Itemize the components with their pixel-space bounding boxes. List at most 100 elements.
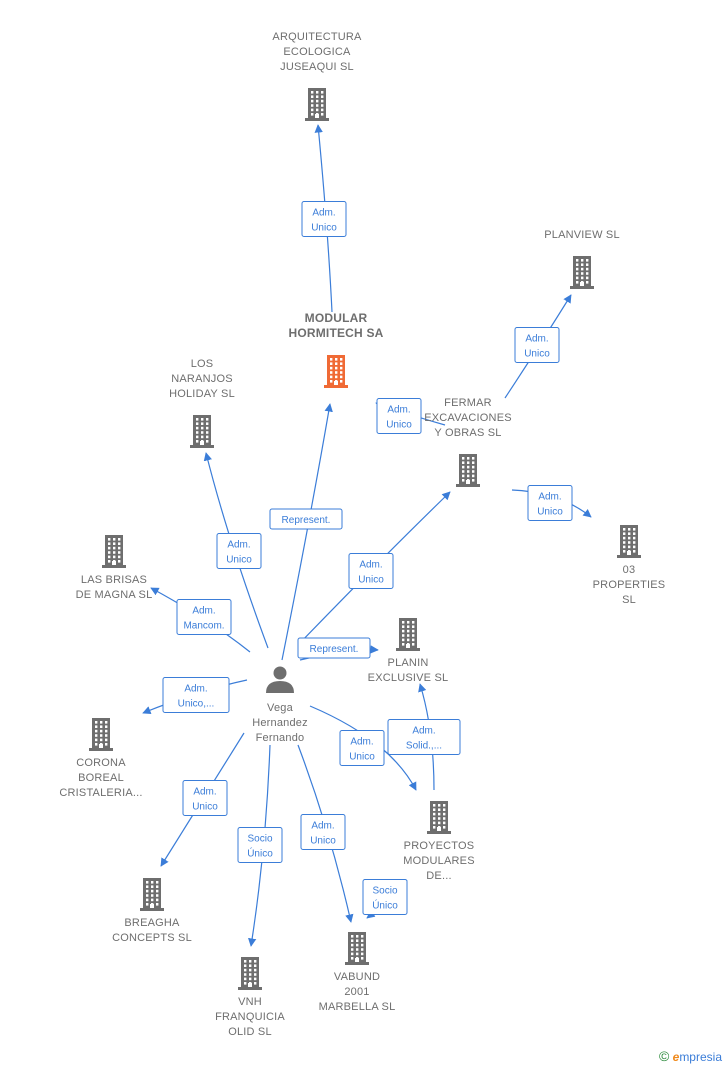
building-icon <box>570 256 594 289</box>
edge-label-box <box>527 485 573 521</box>
building-icon <box>140 878 164 911</box>
company-name: CONCEPTS SL <box>112 932 192 944</box>
building-icon <box>456 454 480 487</box>
edge-label-text: Adm. <box>525 334 548 345</box>
person-name: Fernando <box>256 732 305 744</box>
edge-label-7[interactable]: Adm.Mancom. <box>176 599 232 635</box>
edge-label-box <box>162 677 230 713</box>
company-name: OLID SL <box>228 1026 272 1038</box>
edge-label-box <box>216 533 262 569</box>
edge-label-text: Adm. <box>227 540 250 551</box>
company-name: LOS <box>191 358 214 370</box>
brand-name: mpresia <box>679 1050 722 1064</box>
edge-label-text: Adm. <box>412 726 435 737</box>
building-icon <box>345 932 369 965</box>
company-name: MODULAR <box>305 311 368 325</box>
edge-label-4[interactable]: Adm.Unico <box>527 485 573 521</box>
edge-label-text: Único <box>247 847 273 860</box>
edge-label-box <box>387 719 461 755</box>
edge-label-box <box>237 827 283 863</box>
edge-label-text: Unico <box>358 575 384 586</box>
building-icon <box>102 535 126 568</box>
company-name: ECOLOGICA <box>283 46 351 58</box>
edge-label-box <box>176 599 232 635</box>
company-name: LAS BRISAS <box>81 574 147 586</box>
company-name: FERMAR <box>444 397 492 409</box>
company-node-pla[interactable]: PLANIN EXCLUSIVE SL <box>368 618 449 684</box>
edge-label-0[interactable]: Adm. Unico <box>301 201 347 237</box>
edge-label-9[interactable]: Adm.Unico,... <box>162 677 230 713</box>
company-name: SL <box>622 594 636 606</box>
company-name: JUSEAQUI SL <box>280 61 354 73</box>
edge-label-text: Represent. <box>282 515 331 526</box>
edge-label-text: Unico <box>349 752 375 763</box>
company-name: NARANJOS <box>171 373 233 385</box>
edge-label-text: Adm. <box>359 560 382 571</box>
edge-label-text: Mancom. <box>183 621 224 632</box>
person-name: Hernandez <box>252 717 308 729</box>
building-icon <box>396 618 420 651</box>
edge-label-box <box>182 780 228 816</box>
edge-label-text: Adm. <box>311 821 334 832</box>
company-name: EXCLUSIVE SL <box>368 672 449 684</box>
building-icon <box>190 415 214 448</box>
edge-label-12[interactable]: Adm.Unico <box>182 780 228 816</box>
company-node-cor[interactable]: CORONABOREALCRISTALERIA... <box>59 718 142 799</box>
company-node-arq[interactable]: ARQUITECTURA ECOLOGICA JUSEAQUI SL <box>272 31 362 121</box>
company-name: CRISTALERIA... <box>59 787 142 799</box>
company-name: Y OBRAS SL <box>434 427 501 439</box>
company-name: VABUND <box>334 971 380 983</box>
empresia-logo[interactable]: © empresia <box>659 1048 722 1064</box>
edge-label-box <box>269 508 343 530</box>
building-icon <box>305 88 329 121</box>
person-icon <box>266 666 294 693</box>
company-name: ARQUITECTURA <box>272 31 362 43</box>
edge-label-11[interactable]: Adm.Unico <box>339 730 385 766</box>
edge-label-text: Adm. <box>387 405 410 416</box>
edge-label-6[interactable]: Adm. Unico <box>216 533 262 569</box>
company-name: 2001 <box>344 986 369 998</box>
company-node-lna[interactable]: LOS NARANJOS HOLIDAY SL <box>169 358 235 448</box>
edge-label-box <box>297 637 371 659</box>
edge-label-text: Unico <box>386 420 412 431</box>
edge-label-10[interactable]: Adm.Solid.,... <box>387 719 461 755</box>
company-node-pmd[interactable]: PROYECTOSMODULARESDE... <box>403 801 475 882</box>
edge-label-text: Adm. <box>312 208 335 219</box>
edge-labels-layer: Adm.UnicoRepresent.Adm.UnicoAdm.UnicoAdm… <box>162 201 573 915</box>
company-name: HOLIDAY SL <box>169 388 235 400</box>
edge-label-box <box>348 553 394 589</box>
edge-label-box <box>514 327 560 363</box>
company-name: 03 <box>623 564 636 576</box>
edge-label-14[interactable]: Adm.Unico <box>300 814 346 850</box>
edge-label-box <box>362 879 408 915</box>
building-icon <box>617 525 641 558</box>
edge-label-box <box>300 814 346 850</box>
edge-label-3[interactable]: Adm. Unico <box>514 327 560 363</box>
edge-label-2[interactable]: Adm. Unico <box>376 398 422 434</box>
company-node-plv[interactable]: PLANVIEW SL <box>544 229 620 289</box>
company-name: MARBELLA SL <box>319 1001 396 1013</box>
company-name: PLANVIEW SL <box>544 229 620 241</box>
edge-label-8[interactable]: Represent. <box>297 637 371 659</box>
edge-label-5[interactable]: Adm. Unico <box>348 553 394 589</box>
company-name: PLANIN <box>388 657 429 669</box>
edge-label-text: Unico <box>311 223 337 234</box>
edge-label-text: Adm. <box>184 684 207 695</box>
company-name: MODULARES <box>403 855 474 867</box>
edge-label-1[interactable]: Represent. <box>269 508 343 530</box>
edge-label-text: Unico <box>226 555 252 566</box>
building-icon <box>427 801 451 834</box>
edge-label-text: Unico <box>524 349 550 360</box>
edge-label-text: Represent. <box>310 644 359 655</box>
